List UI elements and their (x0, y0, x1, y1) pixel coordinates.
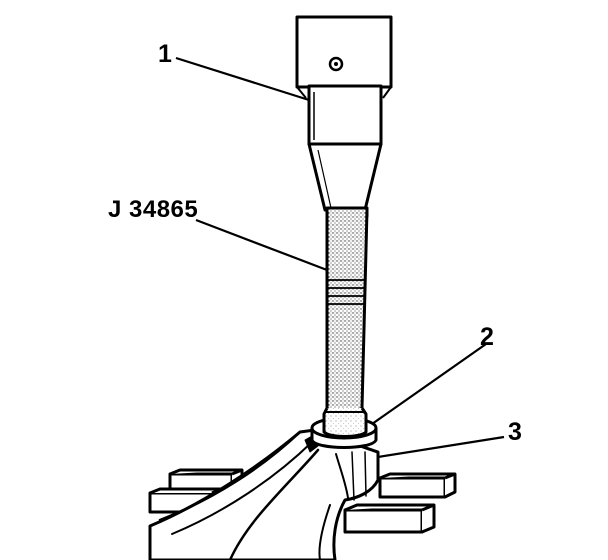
leader-line-2 (371, 343, 487, 425)
callout-tool-number: J 34865 (108, 196, 199, 223)
connecting-rod (148, 428, 380, 560)
leader-line-1 (175, 56, 310, 102)
callout-1: 1 (158, 40, 172, 68)
tool-j34865 (295, 15, 393, 438)
callout-2: 2 (480, 323, 494, 351)
leader-line-3 (377, 435, 505, 459)
leader-line-tool (195, 218, 328, 272)
leader-lines (175, 56, 505, 459)
callout-3: 3 (508, 418, 522, 446)
